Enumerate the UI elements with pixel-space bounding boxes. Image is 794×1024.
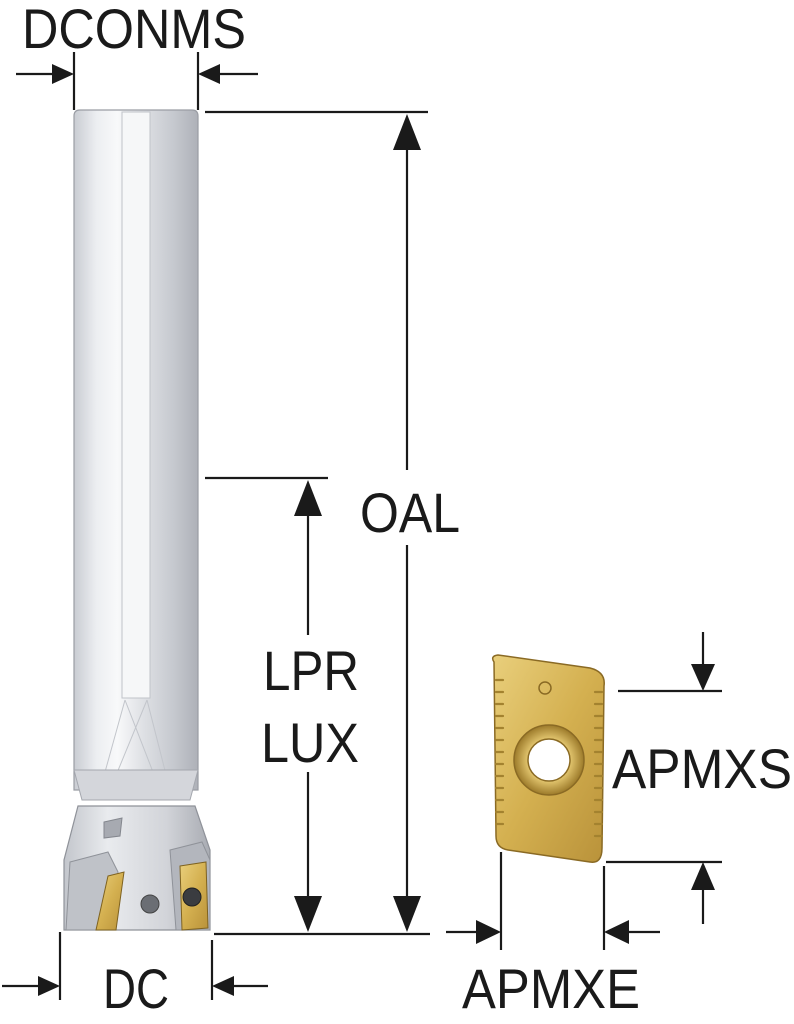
lpr-arrowhead-top	[294, 480, 322, 516]
dc-arrowhead-right	[212, 976, 234, 996]
label-apmxs: APMXS	[612, 737, 792, 800]
insert-dimple	[538, 681, 552, 695]
label-dc: DC	[103, 957, 169, 1020]
insert-screw-right	[182, 887, 202, 907]
end-mill-tool	[63, 109, 211, 931]
oal-arrowhead-top	[393, 114, 421, 150]
shank-flat	[121, 111, 151, 699]
mounted-insert-left	[95, 871, 125, 931]
dconms-arrowhead-right	[198, 64, 220, 84]
tool-neck	[73, 769, 199, 801]
apmxe-arrowhead-right	[604, 920, 629, 944]
label-lpr: LPR	[263, 639, 359, 702]
insert-screw-hole-center	[140, 894, 160, 914]
dc-arrowhead-left	[38, 976, 60, 996]
apmxs-arrowhead-bottom	[691, 862, 715, 890]
oal-arrowhead-bottom	[393, 896, 421, 932]
label-oal: OAL	[360, 481, 460, 544]
insert-serrations	[494, 678, 604, 838]
label-lux: LUX	[261, 711, 359, 774]
insert-detail	[491, 654, 605, 863]
apmxe-arrowhead-left	[476, 920, 501, 944]
head-notch	[103, 817, 123, 839]
dimension-lines	[2, 52, 722, 1000]
dconms-arrowhead-left	[52, 64, 74, 84]
apmxs-arrowhead-top	[691, 664, 715, 691]
lpr-arrowhead-bottom	[294, 896, 322, 932]
label-apmxe: APMXE	[462, 957, 640, 1020]
insert-bore-hole	[527, 738, 571, 782]
label-dconms: DCONMS	[22, 0, 246, 60]
